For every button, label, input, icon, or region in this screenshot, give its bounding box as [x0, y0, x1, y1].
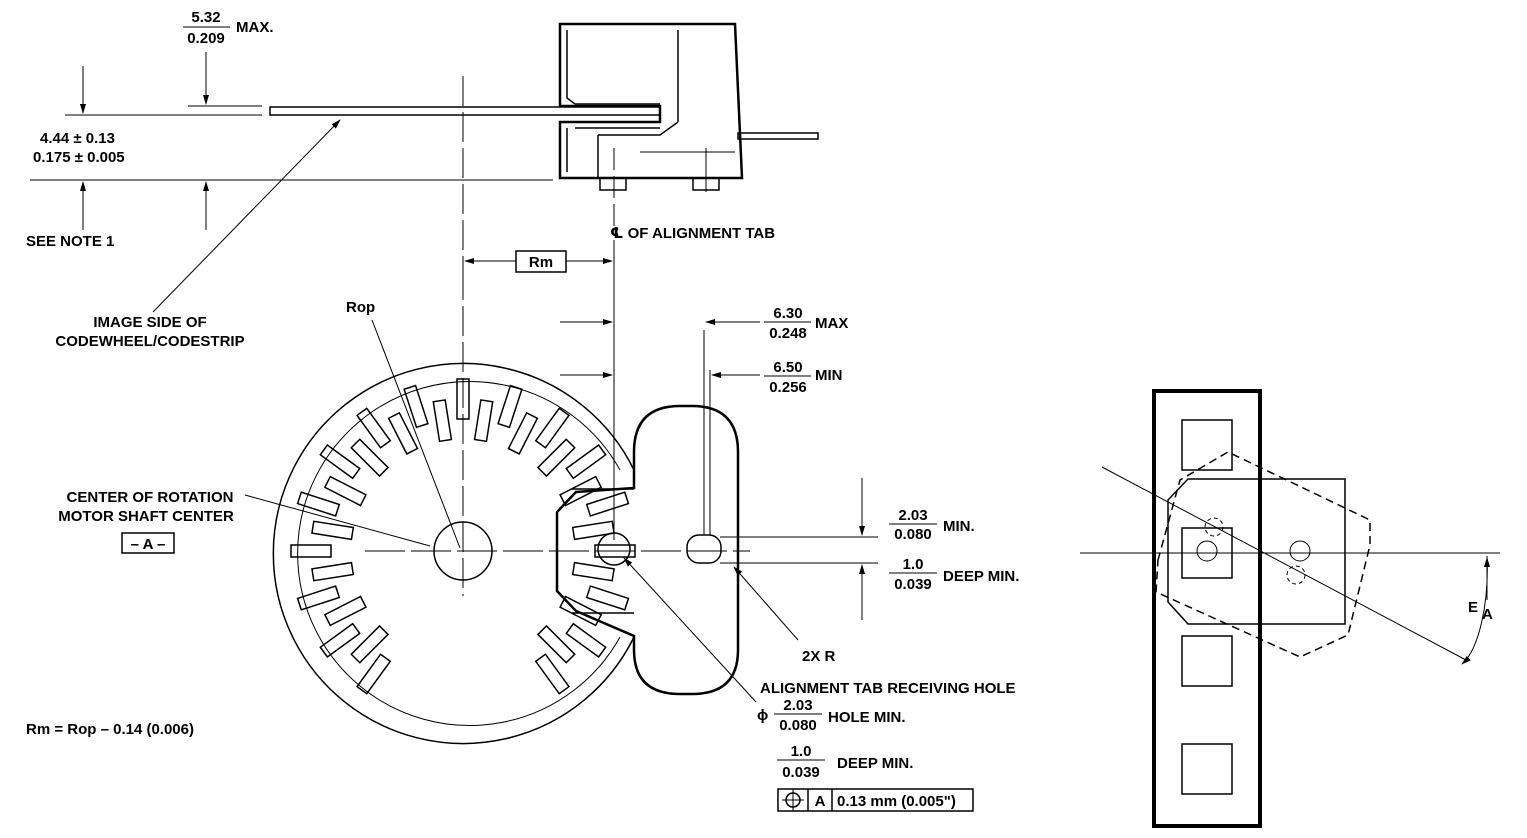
svg-text:4.44 ± 0.13: 4.44 ± 0.13 [40, 130, 115, 147]
codewheel-slot [387, 411, 419, 455]
svg-text:DEEP MIN.: DEEP MIN. [837, 755, 913, 772]
svg-text:0.080: 0.080 [894, 526, 932, 543]
codewheel-slot [534, 407, 571, 449]
alignment-angle-detail: E A [1080, 389, 1500, 828]
svg-text:MIN.: MIN. [943, 518, 975, 535]
ea-label: E [1468, 599, 1478, 616]
codewheel-slot [507, 411, 539, 455]
svg-text:0.175 ± 0.005: 0.175 ± 0.005 [33, 149, 125, 166]
encoder-body-outline [555, 330, 740, 696]
codewheel-slot [319, 622, 361, 659]
codewheel-slot [323, 595, 367, 627]
codewheel-slot [473, 399, 494, 443]
codewheel-slot [290, 544, 332, 558]
svg-text:0.039: 0.039 [894, 576, 932, 593]
codewheel-slots [290, 378, 636, 695]
codewheel-slot [571, 561, 615, 582]
svg-text:6.50: 6.50 [773, 359, 802, 376]
codewheel-slot [296, 585, 341, 611]
top-elevation-view: 5.32 0.209 MAX. 4.44 ± 0.13 0.175 ± 0.00… [26, 9, 819, 273]
svg-text:0.080: 0.080 [779, 717, 817, 734]
codewheel-slot [311, 520, 355, 541]
rm-label: Rm [529, 254, 553, 271]
ea-subscript: A [1482, 606, 1493, 623]
codewheel-slot [355, 407, 392, 449]
datum-a-label: – A – [131, 536, 166, 553]
alignment-tab-hole [597, 532, 631, 566]
slot-dimensions: 2.03 0.080 MIN. 1.0 0.039 DEEP MIN. 2X R [720, 478, 1019, 665]
svg-text:A: A [815, 793, 826, 810]
front-plan-view: IMAGE SIDE OF CODEWHEEL/CODESTRIP Rop [26, 119, 1019, 812]
svg-text:MOTOR SHAFT CENTER: MOTOR SHAFT CENTER [58, 508, 234, 525]
svg-text:2.03: 2.03 [898, 507, 927, 524]
svg-text:2.03: 2.03 [783, 697, 812, 714]
svg-text:DEEP MIN.: DEEP MIN. [943, 568, 1019, 585]
position-tolerance-frame: A 0.13 mm (0.005") [777, 788, 974, 812]
svg-text:ALIGNMENT TAB RECEIVING HOLE: ALIGNMENT TAB RECEIVING HOLE [760, 680, 1016, 697]
alignment-slot [686, 534, 722, 564]
codewheel-slot [536, 624, 576, 664]
codewheel-slot [559, 475, 603, 507]
svg-text:MIN: MIN [815, 367, 843, 384]
codewheel-slot [585, 585, 630, 611]
codewheel-slot [355, 653, 392, 695]
svg-text:1.0: 1.0 [791, 743, 812, 760]
svg-text:6.30: 6.30 [773, 305, 802, 322]
codewheel-slot [536, 438, 576, 478]
codewheel-slot [534, 653, 571, 695]
svg-text:1.0: 1.0 [903, 556, 924, 573]
svg-text:IMAGE SIDE OF: IMAGE SIDE OF [93, 314, 206, 331]
svg-text:0.209: 0.209 [187, 30, 225, 47]
codewheel-slot [311, 561, 355, 582]
alignment-tab-centerline-label: ℄ OF ALIGNMENT TAB [610, 225, 775, 242]
two-x-r-label: 2X R [802, 648, 836, 665]
svg-text:CODEWHEEL/CODESTRIP: CODEWHEEL/CODESTRIP [55, 333, 244, 350]
codewheel-slot [497, 384, 523, 429]
gap-dimension: 4.44 ± 0.13 0.175 ± 0.005 SEE NOTE 1 [26, 66, 553, 250]
codewheel-slot [565, 443, 607, 480]
rm-dimension: Rm [462, 76, 613, 273]
svg-text:SEE NOTE 1: SEE NOTE 1 [26, 233, 114, 250]
codewheel-slot [296, 491, 341, 517]
center-of-rotation-label: CENTER OF ROTATION MOTOR SHAFT CENTER – … [58, 489, 431, 554]
encoder-housing [558, 22, 819, 230]
rm-formula: Rm = Rop – 0.14 (0.006) [26, 721, 194, 738]
svg-text:0.039: 0.039 [782, 764, 820, 781]
svg-text:CENTER OF ROTATION: CENTER OF ROTATION [67, 489, 234, 506]
receiving-hole-callout: ALIGNMENT TAB RECEIVING HOLE ϕ 2.03 0.08… [623, 557, 1016, 812]
svg-text:MAX: MAX [815, 315, 848, 332]
svg-text:HOLE MIN.: HOLE MIN. [828, 709, 906, 726]
svg-text:0.13 mm (0.005"): 0.13 mm (0.005") [837, 793, 956, 810]
svg-text:5.32: 5.32 [191, 9, 220, 26]
codewheel-slot [323, 475, 367, 507]
codewheel-slot [403, 384, 429, 429]
svg-text:MAX.: MAX. [236, 19, 274, 36]
svg-text:0.248: 0.248 [769, 325, 807, 342]
codewheel [272, 362, 636, 745]
codewheel-slot [350, 438, 390, 478]
svg-text:0.256: 0.256 [769, 379, 807, 396]
tab-offset-dimensions: 6.30 0.248 MAX 6.50 0.256 MIN [560, 305, 848, 396]
codewheel-slot [350, 624, 390, 664]
codewheel-slot [571, 520, 615, 541]
max-thickness-dimension: 5.32 0.209 MAX. [183, 9, 274, 107]
codewheel-slot [565, 622, 607, 659]
rop-label: Rop [346, 299, 375, 316]
codestrip-edge [269, 106, 661, 116]
codewheel-slot [319, 443, 361, 480]
codewheel-slot [432, 399, 453, 443]
codewheel-slot [585, 491, 630, 517]
svg-text:ϕ: ϕ [757, 707, 768, 724]
